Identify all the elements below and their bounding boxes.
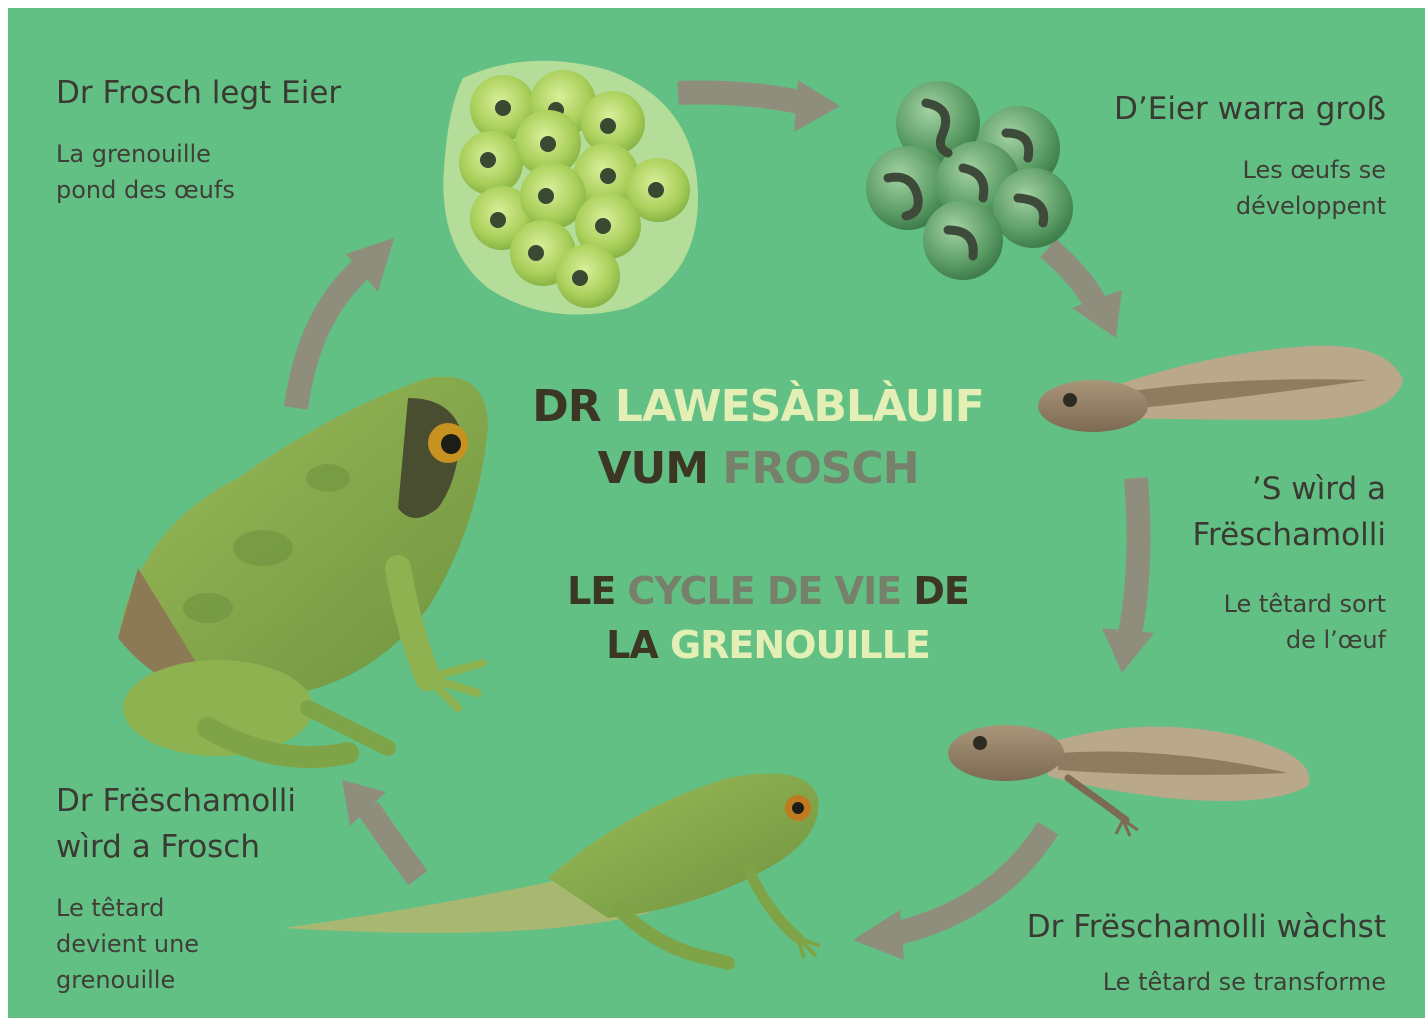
main-title-alsatian: DR LAWESÀBLÀUIF VUM FROSCH bbox=[508, 376, 1008, 500]
stage-lay-eggs-subtitle-line-1: La grenouille bbox=[56, 136, 316, 172]
tadpole-illustration bbox=[1038, 346, 1403, 432]
title-word-la: LA bbox=[606, 623, 658, 667]
arrow-frog-to-eggs bbox=[296, 238, 394, 408]
stage-becomes-frog-title-line-1: Dr Frëschamolli bbox=[56, 778, 356, 824]
stage-lay-eggs-subtitle-line-2: pond des œufs bbox=[56, 172, 316, 208]
stage-hatch-title-line-1: ’S wìrd a bbox=[1118, 466, 1386, 512]
stage-becomes-frog-title: Dr Frëschamolli wìrd a Frosch bbox=[56, 778, 356, 870]
stage-becomes-frog-subtitle-line-2: devient une bbox=[56, 926, 296, 962]
stage-becomes-frog-subtitle-line-3: grenouille bbox=[56, 962, 296, 998]
stage-grows-subtitle: Le têtard se transforme bbox=[1018, 964, 1386, 1000]
stage-becomes-frog-title-line-2: wìrd a Frosch bbox=[56, 824, 356, 870]
title-word-frosch: FROSCH bbox=[722, 443, 918, 494]
main-title-alsatian-line-2: VUM FROSCH bbox=[508, 438, 1008, 500]
main-title-alsatian-line-1: DR LAWESÀBLÀUIF bbox=[508, 376, 1008, 438]
stage-lay-eggs-subtitle: La grenouille pond des œufs bbox=[56, 136, 316, 208]
frog-spawn-illustration bbox=[443, 61, 698, 315]
stage-eggs-grow-title: D’Eier warra groß bbox=[1068, 86, 1386, 132]
stage-lay-eggs-title: Dr Frosch legt Eier bbox=[56, 70, 376, 116]
tadpole-with-legs-illustration bbox=[948, 725, 1309, 836]
stage-eggs-grow-subtitle-line-1: Les œufs se bbox=[1118, 152, 1386, 188]
stage-becomes-frog-subtitle-line-1: Le têtard bbox=[56, 890, 296, 926]
title-word-dr: DR bbox=[532, 381, 600, 432]
arrow-developing-to-tadpole bbox=[1048, 248, 1122, 338]
main-title-french: LE CYCLE DE VIE DE LA GRENOUILLE bbox=[528, 564, 1008, 672]
title-word-le: LE bbox=[567, 569, 615, 613]
adult-frog-illustration bbox=[118, 377, 488, 758]
stage-eggs-grow-subtitle: Les œufs se développent bbox=[1118, 152, 1386, 224]
stage-eggs-grow-subtitle-line-2: développent bbox=[1118, 188, 1386, 224]
title-word-grenouille: GRENOUILLE bbox=[670, 623, 930, 667]
arrow-eggs-to-developing bbox=[678, 80, 840, 132]
main-title-french-line-2: LA GRENOUILLE bbox=[528, 618, 1008, 672]
stage-becomes-frog-subtitle: Le têtard devient une grenouille bbox=[56, 890, 296, 998]
stage-hatch-subtitle: Le têtard sort de l’œuf bbox=[1118, 586, 1386, 658]
stage-hatch-title-line-2: Frëschamolli bbox=[1118, 512, 1386, 558]
title-word-lawesablauif: LAWESÀBLÀUIF bbox=[615, 381, 984, 432]
title-word-de: DE bbox=[913, 569, 969, 613]
stage-hatch-subtitle-line-1: Le têtard sort bbox=[1118, 586, 1386, 622]
title-word-vum: VUM bbox=[597, 443, 708, 494]
frog-life-cycle-poster: Dr Frosch legt Eier La grenouille pond d… bbox=[8, 8, 1425, 1018]
developing-eggs-illustration bbox=[866, 81, 1073, 280]
main-title-french-line-1: LE CYCLE DE VIE DE bbox=[528, 564, 1008, 618]
stage-hatch-title: ’S wìrd a Frëschamolli bbox=[1118, 466, 1386, 558]
stage-grows-title: Dr Frëschamolli wàchst bbox=[968, 904, 1386, 950]
title-word-cycle-de-vie: CYCLE DE VIE bbox=[628, 569, 902, 613]
stage-hatch-subtitle-line-2: de l’œuf bbox=[1118, 622, 1386, 658]
